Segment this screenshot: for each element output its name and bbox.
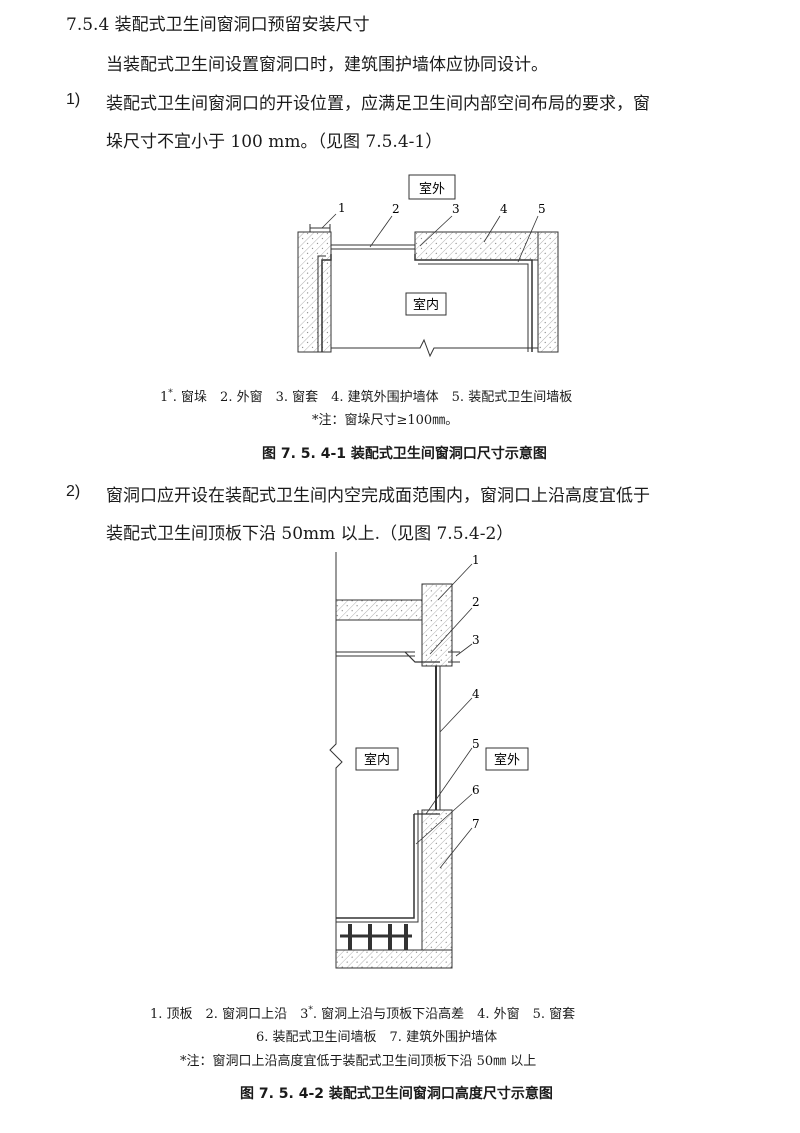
fig2-outside-label: 室外 (494, 752, 520, 768)
item2-line1: 窗洞口应开设在装配式卫生间内空完成面范围内，窗洞口上沿高度宜低于 (106, 486, 650, 506)
fig1-outside-label-box (408, 174, 456, 200)
fig1-left-wall (297, 231, 332, 353)
item2-line2: 装配式卫生间顶板下沿 50mm 以上.（见图 7.5.4-2） (106, 524, 514, 544)
fig2-inside-label: 室内 (364, 752, 390, 768)
fig2-callout-6: 6 (472, 783, 480, 797)
fig1-outside-label: 室外 (419, 181, 445, 197)
fig1-callout-5: 5 (538, 202, 546, 216)
fig2-legend-line2: 6. 装配式卫生间墙板 7. 建筑外围护墙体 (256, 1030, 498, 1045)
item1-number: 1) (66, 91, 81, 108)
fig1-note: *注：窗垛尺寸≥100㎜。 (312, 413, 459, 428)
fig1-inside-label: 室内 (413, 297, 439, 313)
fig2-top-slab (335, 599, 423, 621)
fig2-legend-line1: 1. 顶板 2. 窗洞口上沿 3*. 窗洞上沿与顶板下沿高差 4. 外窗 5. … (150, 1005, 576, 1022)
figure-2-diagram: 室内 室外 1 2 3 4 5 6 7 (329, 552, 529, 969)
fig2-callout-7: 7 (472, 817, 480, 831)
fig1-callout-1: 1 (338, 201, 346, 215)
fig1-callout-4: 4 (500, 202, 508, 216)
fig1-legend: 1*. 窗垛 2. 外窗 3. 窗套 4. 建筑外围护墙体 5. 装配式卫生间墙… (160, 388, 573, 405)
item2-number: 2) (66, 483, 81, 500)
fig2-caption: 图 7. 5. 4-2 装配式卫生间窗洞口高度尺寸示意图 (240, 1086, 553, 1102)
fig2-callout-3: 3 (472, 633, 480, 647)
fig2-callout-1: 1 (472, 553, 480, 567)
fig1-top-wall (414, 231, 559, 261)
fig1-callout-2: 2 (392, 202, 400, 216)
item1-line2: 垛尺寸不宜小于 100 mm。（见图 7.5.4-1） (106, 132, 443, 152)
fig1-caption: 图 7. 5. 4-1 装配式卫生间窗洞口尺寸示意图 (262, 446, 547, 462)
fig1-right-wall (537, 231, 559, 353)
fig1-callout-3: 3 (452, 202, 460, 216)
fig2-callout-4: 4 (472, 687, 480, 701)
section-intro: 当装配式卫生间设置窗洞口时，建筑围护墙体应协同设计。 (106, 55, 548, 75)
figure-1-diagram: 室外 室内 1 2 3 4 5 (297, 174, 559, 358)
section-heading: 7.5.4 装配式卫生间窗洞口预留安装尺寸 (66, 15, 370, 35)
fig2-note: *注：窗洞口上沿高度宜低于装配式卫生间顶板下沿 50㎜ 以上 (180, 1054, 537, 1069)
fig2-callout-2: 2 (472, 595, 480, 609)
item1-line1: 装配式卫生间窗洞口的开设位置，应满足卫生间内部空间布局的要求，窗 (106, 94, 650, 114)
fig2-callout-5: 5 (472, 737, 480, 751)
